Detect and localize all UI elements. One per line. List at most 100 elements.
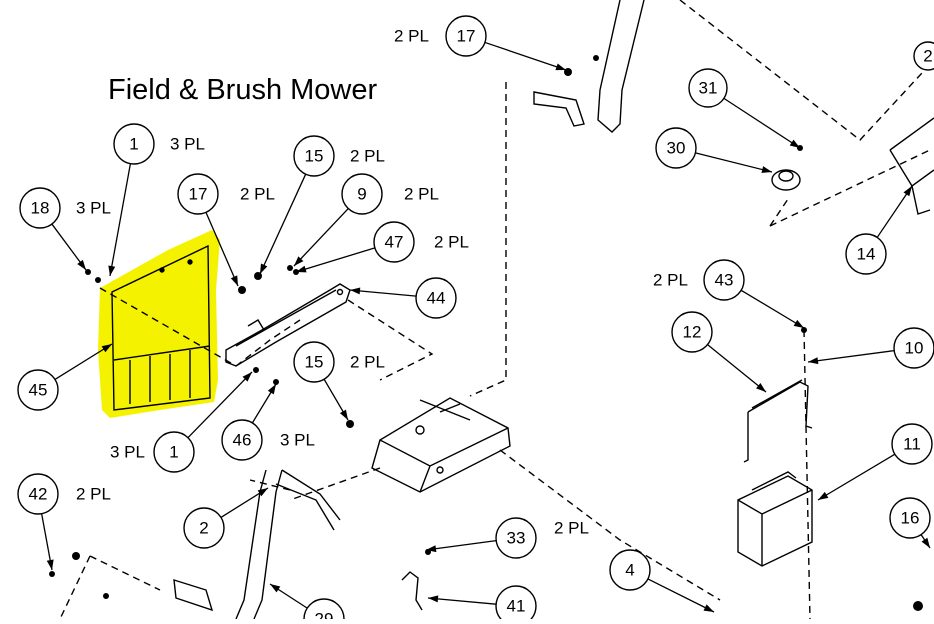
clip-part <box>401 571 423 611</box>
callout-quantity-label: 2 PL <box>434 233 469 252</box>
callout-quantity-label: 2 PL <box>394 27 429 46</box>
callout-arrowhead <box>789 139 800 148</box>
callout-arrowhead <box>339 409 348 420</box>
callout-quantity-label: 2 PL <box>350 353 385 372</box>
callout-arrowhead <box>818 491 829 500</box>
callout-quantity-label: 2 PL <box>554 519 589 538</box>
callout-arrowhead <box>761 166 772 173</box>
callout-leader-line <box>425 539 497 551</box>
callout-leader-line <box>205 212 239 287</box>
callout-bubble <box>153 431 195 473</box>
diagram-title: Field & Brush Mower <box>108 74 378 106</box>
callout-arrowhead <box>242 372 252 382</box>
callout-leader-line <box>54 343 113 380</box>
callout-quantity-label: 3 PL <box>280 431 315 450</box>
callout-bubble <box>221 419 263 461</box>
callout-leader-line <box>295 247 376 273</box>
callout-quantity-label: 3 PL <box>170 135 205 154</box>
callout-quantity-label: 3 PL <box>76 199 111 218</box>
callout-leader-line <box>187 371 253 439</box>
callout-bubble <box>609 549 651 591</box>
callout-arrowhead <box>903 186 912 197</box>
callout-leader-line <box>293 208 349 267</box>
callout-leader-line <box>349 289 417 297</box>
callout-arrowhead <box>108 265 116 276</box>
callout-bubble <box>17 473 59 515</box>
callout-part-number: 9 <box>357 185 366 204</box>
callout-arrowhead <box>921 537 930 548</box>
callout-part-number: 2 <box>923 47 932 66</box>
callout-part-number: 33 <box>507 529 526 548</box>
callout-bubble <box>891 423 933 465</box>
callout-part-number: 46 <box>233 431 252 450</box>
callout-bubble <box>889 497 931 539</box>
callout-part-number: 15 <box>305 147 324 166</box>
strap-part <box>743 379 813 463</box>
callout-bubble <box>19 187 61 229</box>
callout-bubble <box>341 173 383 215</box>
callout-arrowhead <box>101 344 112 353</box>
callout-part-number: 2 <box>199 519 208 538</box>
callout-part-number: 43 <box>715 271 734 290</box>
callout-arrowhead <box>77 259 86 270</box>
mud-flap-part <box>111 244 211 411</box>
battery-part <box>737 471 813 567</box>
callout-part-number: 14 <box>857 245 876 264</box>
callout-part-number: 11 <box>903 435 921 454</box>
callout-bubble <box>293 135 335 177</box>
callout-arrowhead <box>267 384 276 395</box>
callout-arrowhead <box>260 263 268 274</box>
callout-arrowhead <box>257 488 268 497</box>
callout-part-number: 42 <box>29 485 48 504</box>
callout-bubble <box>373 221 415 263</box>
callout-leader-line <box>740 289 805 329</box>
callout-leader-line <box>259 173 307 275</box>
deck-plate-part <box>371 397 511 493</box>
callout-leader-line <box>695 152 773 173</box>
callout-leader-line <box>707 344 767 393</box>
callout-bubble <box>495 585 537 624</box>
callout-part-number: 45 <box>29 381 48 400</box>
callout-part-number: 1 <box>169 443 178 462</box>
callout-quantity-label: 3 PL <box>110 443 145 462</box>
callout-part-number: 1 <box>129 135 138 154</box>
highlight-part-45 <box>98 230 220 418</box>
callout-quantity-label: 2 PL <box>240 185 275 204</box>
callout-arrowhead <box>756 382 766 392</box>
callout-arrowhead <box>703 604 714 612</box>
callout-bubble <box>415 277 457 319</box>
callout-bubble <box>671 311 713 353</box>
callout-arrowhead <box>428 595 439 603</box>
callout-part-number: 29 <box>315 610 334 620</box>
callout-part-number: 47 <box>385 233 404 252</box>
callout-leader-line <box>723 97 801 149</box>
callout-quantity-label: 2 PL <box>350 147 385 166</box>
callout-arrowhead <box>808 357 819 365</box>
callout-bubble <box>913 41 934 71</box>
callout-bubble <box>845 233 887 275</box>
callout-bubble <box>655 127 697 169</box>
callout-leader-line <box>647 578 715 613</box>
callout-arrowhead <box>296 265 307 273</box>
callout-quantity-label: 2 PL <box>404 185 439 204</box>
callout-part-number: 10 <box>905 339 924 358</box>
callout-leader-line <box>876 185 913 238</box>
callout-leader-line <box>817 453 896 501</box>
callout-bubble <box>893 327 934 369</box>
callout-arrowhead <box>555 63 566 71</box>
callout-quantity-label: 2 PL <box>653 271 688 290</box>
callout-leader-line <box>427 597 497 605</box>
callout-bubble <box>17 369 59 411</box>
callout-leader-line <box>807 349 895 363</box>
callout-bubble <box>113 123 155 165</box>
callout-bubble <box>688 68 728 108</box>
callout-bubble <box>495 517 537 559</box>
callout-leader-line <box>484 41 567 71</box>
callout-part-number: 16 <box>901 509 920 528</box>
callout-arrowhead <box>46 559 54 570</box>
callout-part-number: 12 <box>683 323 702 342</box>
callout-arrowhead <box>294 256 304 266</box>
callout-part-number: 17 <box>189 185 208 204</box>
